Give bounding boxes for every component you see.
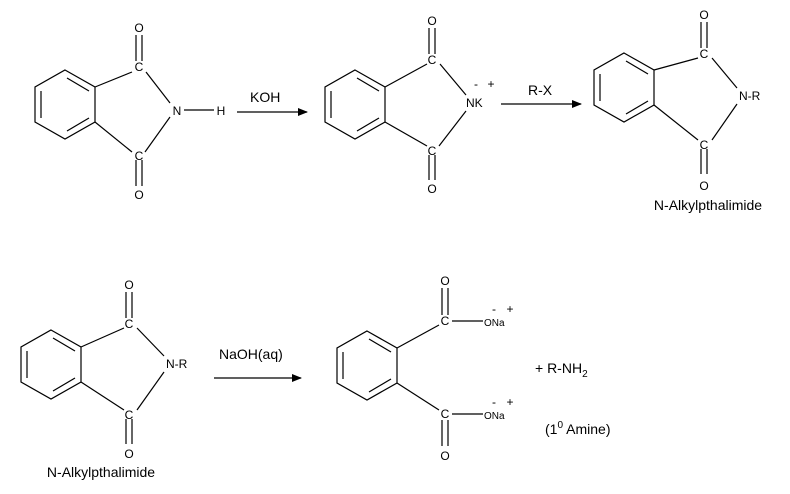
reactant-o-bottom: O: [124, 447, 133, 461]
product-n-r: N-R: [739, 89, 761, 103]
product-o-bottom: O: [699, 179, 708, 193]
n-alkylphthalimide-reactant: C C O O N-R N-Alkylpthalimide: [20, 278, 188, 480]
phthalate-minus-top: -: [492, 302, 496, 316]
phthalimide-h: H: [217, 104, 226, 118]
kphth-c-top: C: [428, 53, 437, 67]
coproduct-subscript: 2: [582, 369, 588, 380]
amine-class-label: (10 Amine): [545, 420, 610, 437]
reagent-rx: R-X: [528, 82, 553, 98]
kphth-nk: NK: [466, 96, 483, 110]
phthalate-minus-bottom: -: [492, 395, 496, 409]
amine-close: Amine): [563, 421, 610, 437]
product-o-top: O: [699, 8, 708, 22]
kphth-o-top: O: [427, 14, 436, 28]
kphth-c-bottom: C: [428, 144, 437, 158]
reactant-o-top: O: [124, 278, 133, 292]
reagent-naoh: NaOH(aq): [219, 346, 283, 362]
amine-superscript: 0: [557, 420, 563, 431]
product-c-bottom: C: [700, 138, 709, 152]
coproduct-text: + R-NH: [535, 360, 582, 376]
phthalate-ona-bottom: ONa: [484, 411, 505, 422]
product-c-top: C: [700, 47, 709, 61]
reactant-c-top: C: [125, 317, 134, 331]
potassium-phthalimide-structure: C C O O NK - +: [324, 14, 495, 196]
sodium-phthalate-structure: C C O O ONa ONa - + - +: [336, 274, 514, 463]
n-alkylphthalimide-product: C C O O N-R N-Alkylpthalimide: [593, 8, 762, 213]
kphth-minus-charge: -: [474, 77, 478, 91]
kphth-o-bottom: O: [427, 182, 436, 196]
arrow-koh: KOH: [237, 89, 308, 116]
phthalimide-n: N: [173, 104, 182, 118]
phthalimide-c-top: C: [135, 60, 144, 74]
phthalate-c-bottom: C: [441, 407, 450, 421]
arrow-rx: R-X: [501, 82, 582, 108]
phthalimide-structure: C C O O N H: [34, 21, 226, 202]
arrow-naoh: NaOH(aq): [214, 346, 302, 382]
reagent-koh: KOH: [250, 89, 280, 105]
kphth-plus-charge: +: [487, 77, 494, 91]
amine-coproduct: + R-NH2 (10 Amine): [535, 360, 610, 437]
phthalimide-c-bottom: C: [135, 149, 144, 163]
amine-open: (1: [545, 421, 558, 437]
reactant-c-bottom: C: [125, 408, 134, 422]
phthalate-plus-top: +: [506, 302, 513, 316]
phthalate-o-top: O: [440, 274, 449, 288]
reactant-name-label: N-Alkylpthalimide: [47, 464, 155, 480]
phthalimide-o-bottom: O: [134, 188, 143, 202]
phthalate-plus-bottom: +: [506, 395, 513, 409]
phthalate-ona-top: ONa: [484, 318, 505, 329]
phthalimide-o-top: O: [134, 21, 143, 35]
product-name-label: N-Alkylpthalimide: [654, 197, 762, 213]
phthalate-o-bottom: O: [440, 449, 449, 463]
reactant-n-r: N-R: [166, 357, 188, 371]
phthalate-c-top: C: [441, 314, 450, 328]
coproduct-amine: + R-NH2: [535, 360, 588, 380]
